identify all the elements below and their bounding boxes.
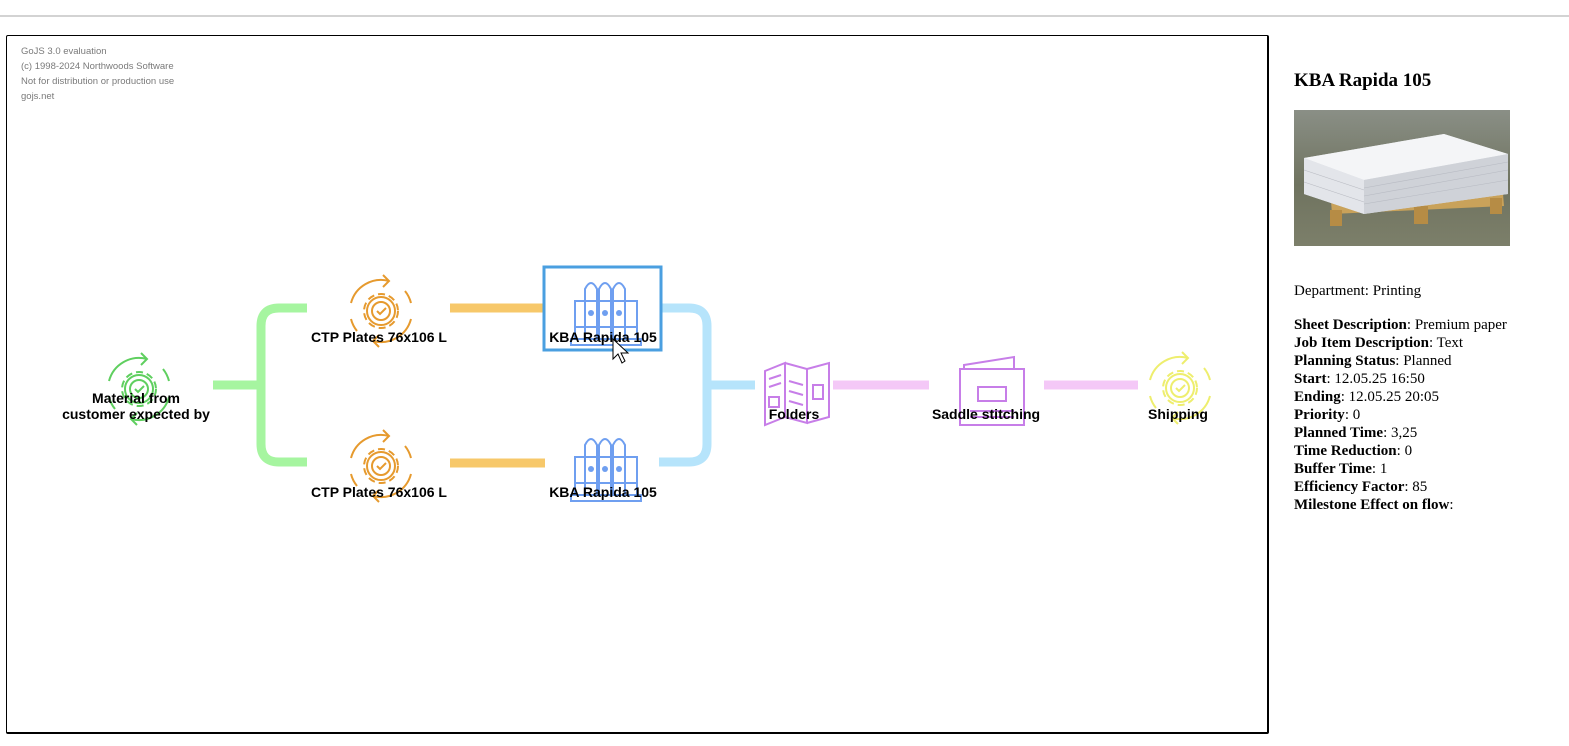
property-row: Ending: 12.05.25 20:05: [1294, 388, 1554, 406]
link-kba-join: [659, 303, 712, 467]
node-label: KBA Rapida 105: [549, 329, 657, 345]
diagram-canvas[interactable]: GoJS 3.0 evaluation (c) 1998-2024 Northw…: [6, 35, 1269, 734]
property-row: Job Item Description: Text: [1294, 334, 1554, 352]
property-label: Efficiency Factor: [1294, 479, 1405, 495]
node-ctp-bottom[interactable]: CTP Plates 76x106 L: [311, 429, 447, 503]
property-label: Planning Status: [1294, 353, 1396, 369]
property-row: Buffer Time: 1: [1294, 460, 1554, 478]
node-shipping[interactable]: Shipping: [1148, 351, 1211, 425]
node-kba-bottom[interactable]: KBA Rapida 105: [549, 438, 657, 502]
property-row: Sheet Description: Premium paper: [1294, 316, 1554, 334]
node-folders[interactable]: Folders: [764, 362, 830, 426]
property-row: Milestone Effect on flow:: [1294, 496, 1554, 514]
property-row: Priority: 0: [1294, 406, 1554, 424]
property-label: Start: [1294, 371, 1327, 387]
property-separator: :: [1326, 371, 1331, 387]
property-separator: :: [1344, 407, 1349, 423]
property-value: Premium paper: [1411, 317, 1507, 333]
property-value: 0: [1348, 407, 1361, 423]
property-value: Text: [1433, 335, 1464, 351]
property-row: Start: 12.05.25 16:50: [1294, 370, 1554, 388]
node-ctp-top[interactable]: CTP Plates 76x106 L: [311, 274, 447, 348]
details-title: KBA Rapida 105: [1294, 70, 1432, 91]
property-label: Job Item Description: [1294, 335, 1429, 351]
department-value: Printing: [1372, 283, 1422, 299]
node-material[interactable]: Material from customer expected by: [62, 352, 210, 426]
watermark-line: GoJS 3.0 evaluation: [21, 46, 107, 57]
property-value: 12.05.25 20:05: [1344, 389, 1440, 405]
property-row: Time Reduction: 0: [1294, 442, 1554, 460]
paper-stack-on-pallet-photo: [1294, 110, 1510, 246]
node-kba-top[interactable]: KBA Rapida 105: [542, 265, 663, 364]
property-value: 12.05.25 16:50: [1330, 371, 1425, 387]
department-label: Department:: [1294, 283, 1369, 299]
flow-links: [213, 303, 1138, 468]
property-value: 1: [1376, 461, 1388, 477]
property-separator: :: [1406, 317, 1412, 333]
property-separator: :: [1383, 425, 1388, 441]
property-separator: :: [1449, 497, 1454, 513]
node-label: CTP Plates 76x106 L: [311, 484, 447, 500]
property-label: Priority: [1294, 407, 1345, 423]
property-separator: :: [1429, 335, 1434, 351]
watermark-line: (c) 1998-2024 Northwoods Software: [21, 61, 174, 72]
property-value: Planned: [1399, 353, 1452, 369]
property-label: Ending: [1294, 389, 1341, 405]
property-row: Efficiency Factor: 85: [1294, 478, 1554, 496]
property-row: Planned Time: 3,25: [1294, 424, 1554, 442]
node-label: CTP Plates 76x106 L: [311, 329, 447, 345]
property-value: 3,25: [1387, 425, 1418, 441]
details-panel: KBA Rapida 105 Department: Printing S: [1294, 70, 1554, 514]
property-separator: :: [1396, 443, 1401, 459]
node-label: Saddle stitching: [932, 406, 1040, 422]
property-label: Sheet Description: [1294, 317, 1407, 333]
node-label: customer expected by: [62, 406, 210, 422]
mouse-cursor-icon: [612, 337, 630, 364]
node-label: Folders: [769, 406, 820, 422]
property-separator: :: [1395, 353, 1400, 369]
link-fork-ctp: [256, 303, 307, 467]
flow-diagram[interactable]: Material from customer expected by CTP P…: [7, 36, 1268, 733]
watermark-line: Not for distribution or production use: [21, 76, 175, 87]
watermark-line: gojs.net: [21, 91, 55, 102]
property-value: 85: [1408, 479, 1428, 495]
node-label: Material from: [92, 390, 180, 406]
property-label: Time Reduction: [1294, 443, 1397, 459]
property-separator: :: [1404, 479, 1409, 495]
node-saddle[interactable]: Saddle stitching: [932, 356, 1040, 426]
node-label: KBA Rapida 105: [549, 484, 657, 500]
department-line: Department: Printing: [1294, 283, 1554, 300]
selection-box: [542, 265, 663, 352]
top-divider: [0, 15, 1569, 17]
property-separator: :: [1371, 461, 1377, 477]
property-label: Buffer Time: [1294, 461, 1372, 477]
property-row: Planning Status: Planned: [1294, 352, 1554, 370]
property-separator: :: [1340, 389, 1345, 405]
property-label: Planned Time: [1294, 425, 1384, 441]
node-label: Shipping: [1148, 406, 1208, 422]
property-value: 0: [1400, 443, 1413, 459]
property-label: Milestone Effect on flow: [1294, 497, 1450, 513]
evaluation-watermark: GoJS 3.0 evaluation (c) 1998-2024 Northw…: [21, 44, 174, 104]
